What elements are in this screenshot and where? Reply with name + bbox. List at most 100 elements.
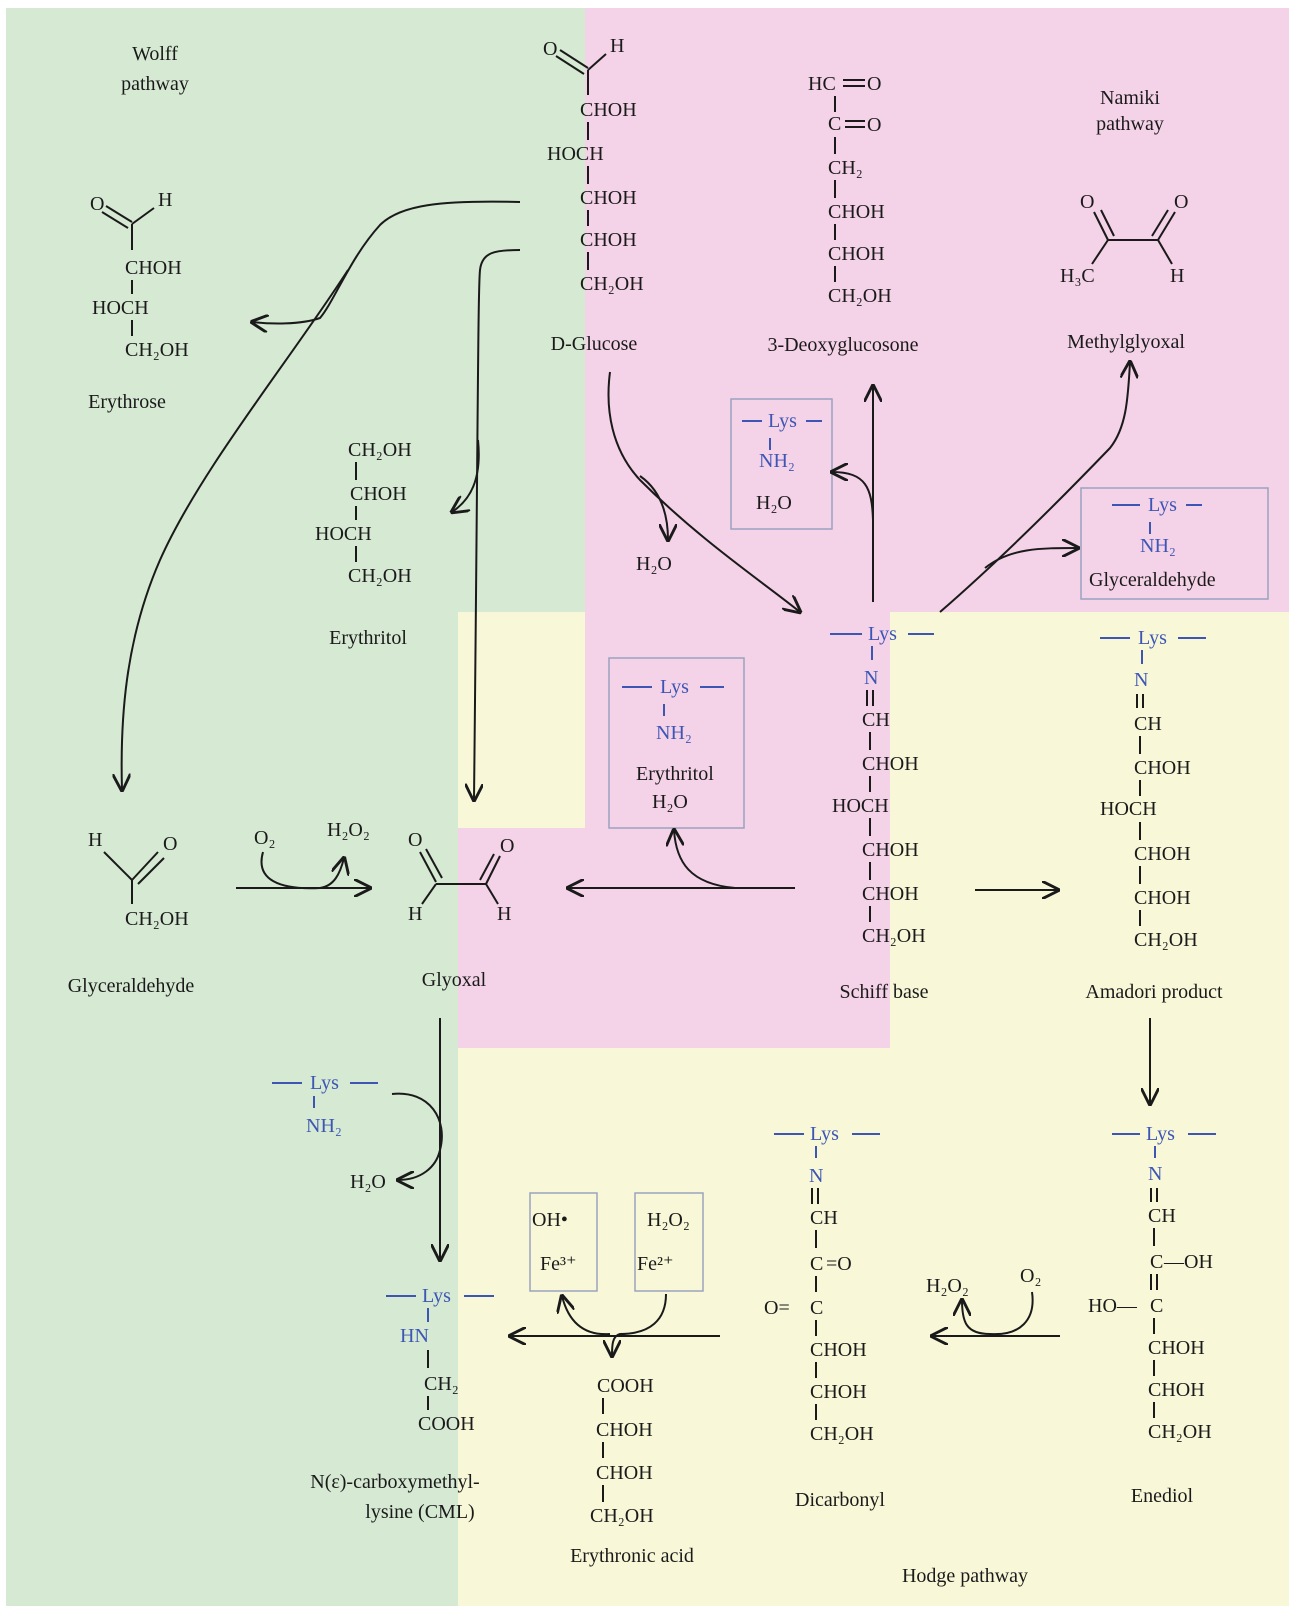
svg-text:CH₂: CH₂ <box>828 157 863 179</box>
svg-text:O: O <box>1080 191 1094 213</box>
svg-text:Fe²⁺: Fe²⁺ <box>637 1253 674 1275</box>
svg-text:C: C <box>810 1253 823 1275</box>
svg-text:H₂O₂: H₂O₂ <box>647 1209 690 1231</box>
erythrose-label: Erythrose <box>88 391 166 413</box>
svg-text:O: O <box>500 835 514 857</box>
svg-text:CH₂OH: CH₂OH <box>828 285 892 307</box>
svg-text:C: C <box>1150 1295 1163 1317</box>
svg-text:H₂O: H₂O <box>652 791 688 813</box>
svg-text:CHOH: CHOH <box>862 883 919 905</box>
svg-text:CH: CH <box>1134 713 1162 735</box>
svg-text:CH₂OH: CH₂OH <box>348 565 412 587</box>
svg-text:OH•: OH• <box>532 1209 568 1231</box>
svg-text:H: H <box>408 903 422 925</box>
h2o2-label: H₂O₂ <box>327 819 370 841</box>
lys-nh2-glyceraldehyde-box <box>1080 487 1269 600</box>
svg-text:CHOH: CHOH <box>1134 843 1191 865</box>
svg-text:N: N <box>809 1165 823 1187</box>
svg-text:H: H <box>1170 265 1184 287</box>
svg-text:CH₂OH: CH₂OH <box>862 925 926 947</box>
arrow-glucose-to-schiff-base <box>607 371 800 612</box>
svg-text:Lys: Lys <box>1148 494 1177 516</box>
hodge-pathway-label: Hodge pathway <box>902 1565 1028 1587</box>
svg-text:CHOH: CHOH <box>580 229 637 251</box>
svg-text:HOCH: HOCH <box>547 143 604 165</box>
svg-text:C: C <box>1150 1251 1163 1273</box>
svg-text:H: H <box>88 829 102 851</box>
amadori-structure: Lys N CH CHOH HOCH CHOH CHOH CH₂OH <box>1100 627 1206 951</box>
cml-label-1: N(ε)-carboxymethyl- <box>310 1471 479 1493</box>
oh-fe3-box <box>529 1192 598 1292</box>
namiki-region-lower <box>458 828 890 1048</box>
svg-text:COOH: COOH <box>418 1413 475 1435</box>
namiki-pathway-label-2: pathway <box>1096 113 1164 135</box>
svg-text:Lys: Lys <box>1146 1123 1175 1145</box>
svg-text:=O: =O <box>826 1253 852 1275</box>
arrow-to-glyceraldehyde-box <box>984 548 1078 569</box>
svg-text:CHOH: CHOH <box>1148 1337 1205 1359</box>
svg-text:CHOH: CHOH <box>596 1462 653 1484</box>
svg-text:H: H <box>610 35 624 57</box>
svg-text:CHOH: CHOH <box>1134 757 1191 779</box>
enediol-label: Enediol <box>1131 1485 1194 1507</box>
svg-text:Erythritol: Erythritol <box>636 763 714 785</box>
svg-text:CH₂OH: CH₂OH <box>125 908 189 930</box>
svg-text:HC: HC <box>808 73 836 95</box>
svg-text:CH: CH <box>1148 1205 1176 1227</box>
svg-text:HOCH: HOCH <box>832 795 889 817</box>
erythronic-acid-structure: COOH CHOH CHOH CH₂OH <box>590 1375 654 1527</box>
erythritol-structure: CH₂OH CHOH HOCH CH₂OH <box>315 439 412 587</box>
svg-text:Lys: Lys <box>768 410 797 432</box>
svg-text:H₃C: H₃C <box>1060 265 1095 287</box>
svg-text:O: O <box>867 114 881 136</box>
dicarbonyl-structure: Lys N CH C =O O= C CHOH CHOH CH₂OH <box>764 1123 880 1445</box>
glyoxal-label: Glyoxal <box>422 969 487 991</box>
svg-text:—OH: —OH <box>1163 1251 1213 1273</box>
svg-text:CH₂OH: CH₂OH <box>590 1505 654 1527</box>
enediol-structure: Lys N CH C —OH HO— C CHOH CHOH CH₂OH <box>1088 1123 1216 1443</box>
svg-text:NH₂: NH₂ <box>306 1115 342 1137</box>
namiki-region-upper <box>585 8 1289 612</box>
cml-structure: Lys HN CH₂ COOH <box>386 1285 494 1435</box>
svg-text:O: O <box>163 833 177 855</box>
svg-text:CHOH: CHOH <box>580 187 637 209</box>
svg-text:CH: CH <box>810 1207 838 1229</box>
svg-text:N: N <box>864 667 878 689</box>
svg-text:NH₂: NH₂ <box>656 722 692 744</box>
svg-text:N: N <box>1148 1163 1162 1185</box>
methylglyoxal-label: Methylglyoxal <box>1067 331 1185 353</box>
svg-text:N: N <box>1134 669 1148 691</box>
svg-text:HOCH: HOCH <box>1100 798 1157 820</box>
svg-text:H: H <box>158 189 172 211</box>
svg-text:CHOH: CHOH <box>862 753 919 775</box>
amadori-label: Amadori product <box>1085 981 1223 1003</box>
svg-text:CHOH: CHOH <box>596 1419 653 1441</box>
svg-text:CHOH: CHOH <box>810 1339 867 1361</box>
svg-text:CHOH: CHOH <box>350 483 407 505</box>
o2-enediol-label: O₂ <box>1020 1265 1041 1287</box>
svg-text:Lys: Lys <box>868 623 897 645</box>
svg-text:CH: CH <box>862 709 890 731</box>
svg-text:O: O <box>408 829 422 851</box>
svg-text:CH₂OH: CH₂OH <box>125 339 189 361</box>
glyceraldehyde-structure: H O CH₂OH <box>88 829 189 930</box>
svg-text:Glyceraldehyde: Glyceraldehyde <box>1089 569 1216 591</box>
svg-text:Lys: Lys <box>810 1123 839 1145</box>
erythrose-structure: O H CHOH HOCH CH₂OH <box>90 189 189 361</box>
svg-text:HN: HN <box>400 1325 429 1347</box>
svg-text:NH₂: NH₂ <box>759 450 795 472</box>
water-cml-label: H₂O <box>350 1171 386 1193</box>
svg-text:COOH: COOH <box>597 1375 654 1397</box>
svg-text:CHOH: CHOH <box>580 99 637 121</box>
wolff-pathway-label-2: pathway <box>121 73 189 95</box>
svg-text:HOCH: HOCH <box>92 297 149 319</box>
deoxyglucosone-structure: HC O C O CH₂ CHOH CHOH CH₂OH <box>808 73 892 307</box>
wolff-pathway-label-1: Wolff <box>132 43 178 65</box>
svg-text:Fe³⁺: Fe³⁺ <box>540 1253 577 1275</box>
svg-text:Lys: Lys <box>1138 627 1167 649</box>
svg-text:NH₂: NH₂ <box>1140 535 1176 557</box>
lys-nh2-cml-reagent: Lys NH₂ <box>272 1072 378 1137</box>
arrow-to-lys-water-box <box>832 472 874 521</box>
glyceraldehyde-label: Glyceraldehyde <box>68 975 195 997</box>
